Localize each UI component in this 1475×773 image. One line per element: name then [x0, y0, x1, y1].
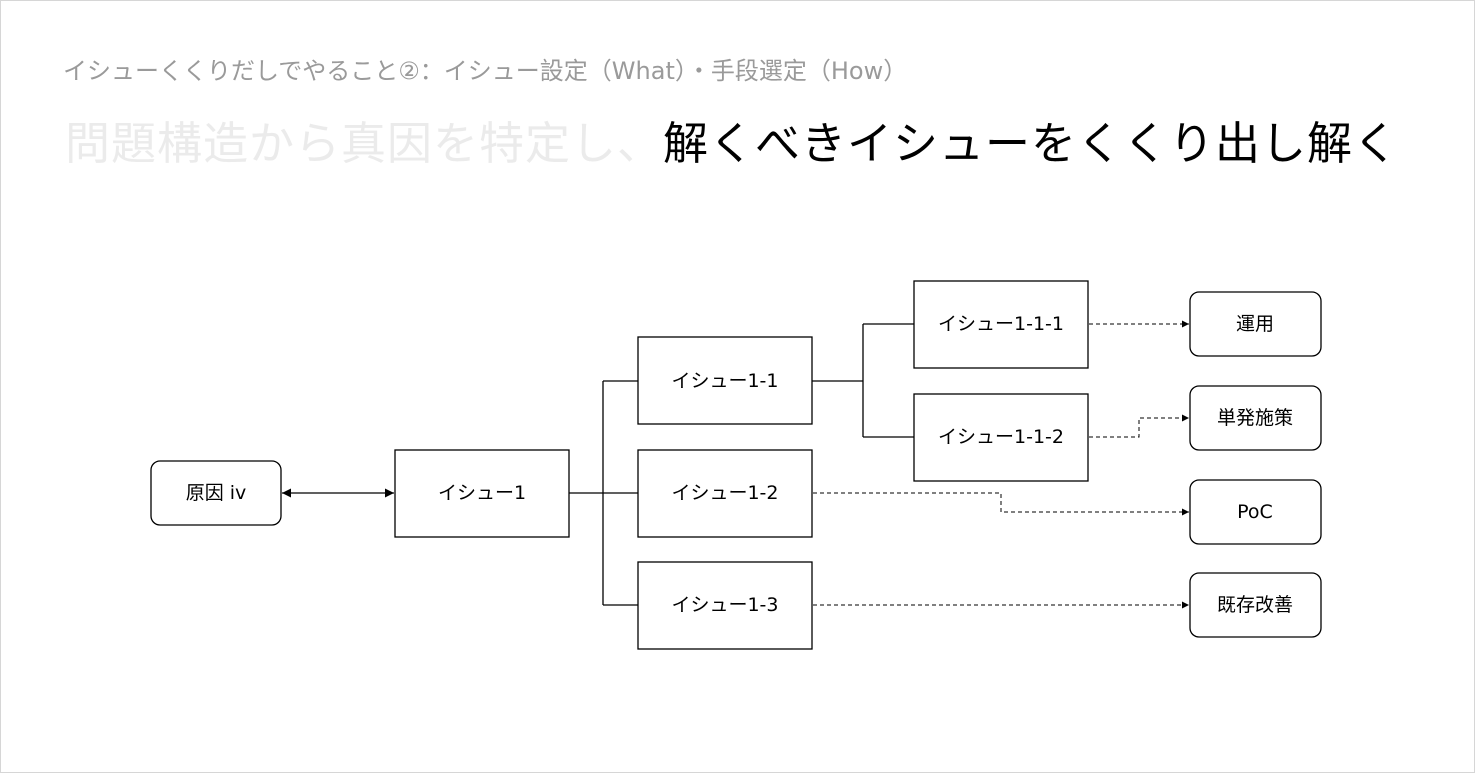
node-issue1-1-2-box [913, 393, 1089, 482]
slide-title-strong: 解くべきイシューをくくり出し解く [663, 117, 1400, 170]
slide-subtitle: イシューくくりだしでやること②：イシュー設定（What）・手段選定（How） [63, 57, 908, 85]
connector-issue1-children [569, 380, 638, 606]
node-cause-label: 原因 iv [186, 482, 247, 504]
node-issue1-label: イシュー1 [438, 482, 526, 504]
node-improve-box [1189, 572, 1322, 638]
node-issue1-1-2-label: イシュー1-1-2 [938, 426, 1064, 448]
dashed-connector-oneoff [1089, 414, 1189, 438]
connector-issue1-1-children [812, 323, 914, 438]
node-oneoff-label: 単発施策 [1217, 407, 1293, 429]
node-issue1-2-box [637, 449, 813, 538]
slide-title: 問題構造から真因を特定し、解くべきイシューをくくり出し解く [65, 107, 1399, 172]
node-cause-box [150, 460, 282, 526]
node-issue1-box [394, 449, 570, 538]
node-issue1-1-1-label: イシュー1-1-1 [938, 313, 1064, 335]
node-issue1-3-box [637, 561, 813, 650]
node-oneoff-box [1189, 385, 1322, 451]
node-operation-box [1189, 291, 1322, 357]
node-issue1-1-box [637, 336, 813, 425]
node-issue1-1-1-box [913, 280, 1089, 369]
slide-title-muted: 問題構造から真因を特定し、 [65, 117, 664, 170]
node-issue1-2-label: イシュー1-2 [671, 482, 778, 504]
node-improve-label: 既存改善 [1217, 594, 1293, 616]
dashed-connector-poc [813, 492, 1189, 516]
node-issue1-1-label: イシュー1-1 [671, 370, 778, 392]
node-issue1-3-label: イシュー1-3 [671, 594, 778, 616]
node-operation-label: 運用 [1236, 313, 1274, 335]
node-poc-label: PoC [1237, 501, 1273, 523]
node-poc-box [1189, 479, 1322, 545]
